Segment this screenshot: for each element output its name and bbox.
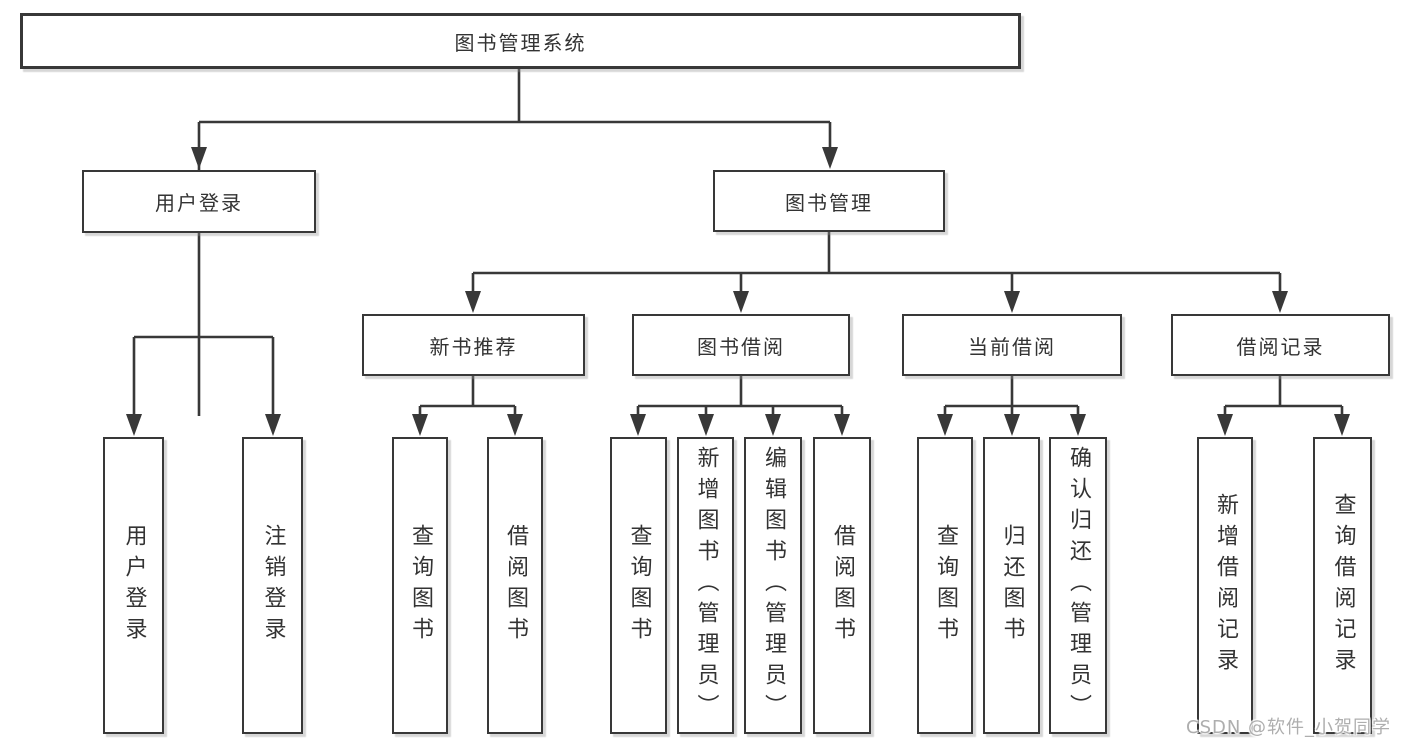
leaf-user-login-label: 用户登录	[121, 523, 147, 648]
leaf-logout: 注销登录	[242, 437, 303, 734]
leaf-return-book-label: 归还图书	[999, 523, 1025, 648]
leaf-borrow-books-1-label: 借阅图书	[503, 523, 528, 648]
node-book-borrowing: 图书借阅	[632, 314, 850, 376]
connector-lines	[132, 69, 1344, 416]
leaf-query-borrow-record: 查询借阅记录	[1313, 437, 1372, 734]
leaf-query-books-3: 查询图书	[917, 437, 973, 734]
leaf-add-book-admin-label: 新增图书（管理员）	[693, 446, 719, 725]
leaf-return-book: 归还图书	[983, 437, 1040, 734]
leaf-add-book-admin: 新增图书（管理员）	[677, 437, 734, 734]
node-borrowing-records-label: 借阅记录	[1236, 334, 1325, 359]
node-library-system: 图书管理系统	[20, 13, 1021, 69]
node-current-borrowing-label: 当前借阅	[968, 334, 1056, 359]
leaf-query-borrow-record-label: 查询借阅记录	[1330, 492, 1356, 679]
leaf-borrow-books-2-label: 借阅图书	[830, 523, 855, 648]
csdn-watermark: CSDN @软件_小贺同学	[1186, 717, 1392, 738]
leaf-query-books-1: 查询图书	[392, 437, 448, 734]
node-current-borrowing: 当前借阅	[902, 314, 1122, 376]
node-new-book-recommend-label: 新书推荐	[429, 334, 518, 359]
node-user-login-group-label: 用户登录	[155, 191, 243, 215]
leaf-add-borrow-record-label: 新增借阅记录	[1213, 492, 1238, 679]
leaf-add-borrow-record: 新增借阅记录	[1197, 437, 1253, 734]
leaf-confirm-return-admin: 确认归还（管理员）	[1049, 437, 1107, 734]
leaf-edit-book-admin: 编辑图书（管理员）	[744, 437, 802, 734]
leaf-logout-label: 注销登录	[260, 523, 286, 648]
node-book-management: 图书管理	[713, 170, 945, 232]
node-book-borrowing-label: 图书借阅	[697, 334, 785, 359]
leaf-query-books-2: 查询图书	[610, 437, 667, 734]
arrowhead-icons	[126, 147, 1350, 436]
leaf-user-login: 用户登录	[103, 437, 164, 734]
leaf-query-books-1-label: 查询图书	[408, 523, 433, 648]
node-book-management-label: 图书管理	[785, 190, 873, 215]
node-new-book-recommend: 新书推荐	[362, 314, 585, 376]
leaf-borrow-books-2: 借阅图书	[813, 437, 871, 734]
leaf-confirm-return-admin-label: 确认归还（管理员）	[1066, 446, 1091, 725]
leaf-query-books-2-label: 查询图书	[626, 523, 652, 648]
node-borrowing-records: 借阅记录	[1171, 314, 1390, 376]
node-library-system-label: 图书管理系统	[454, 30, 587, 55]
leaf-borrow-books-1: 借阅图书	[487, 437, 543, 734]
node-user-login-group: 用户登录	[82, 170, 316, 233]
leaf-query-books-3-label: 查询图书	[933, 523, 958, 648]
leaf-edit-book-admin-label: 编辑图书（管理员）	[761, 446, 786, 725]
